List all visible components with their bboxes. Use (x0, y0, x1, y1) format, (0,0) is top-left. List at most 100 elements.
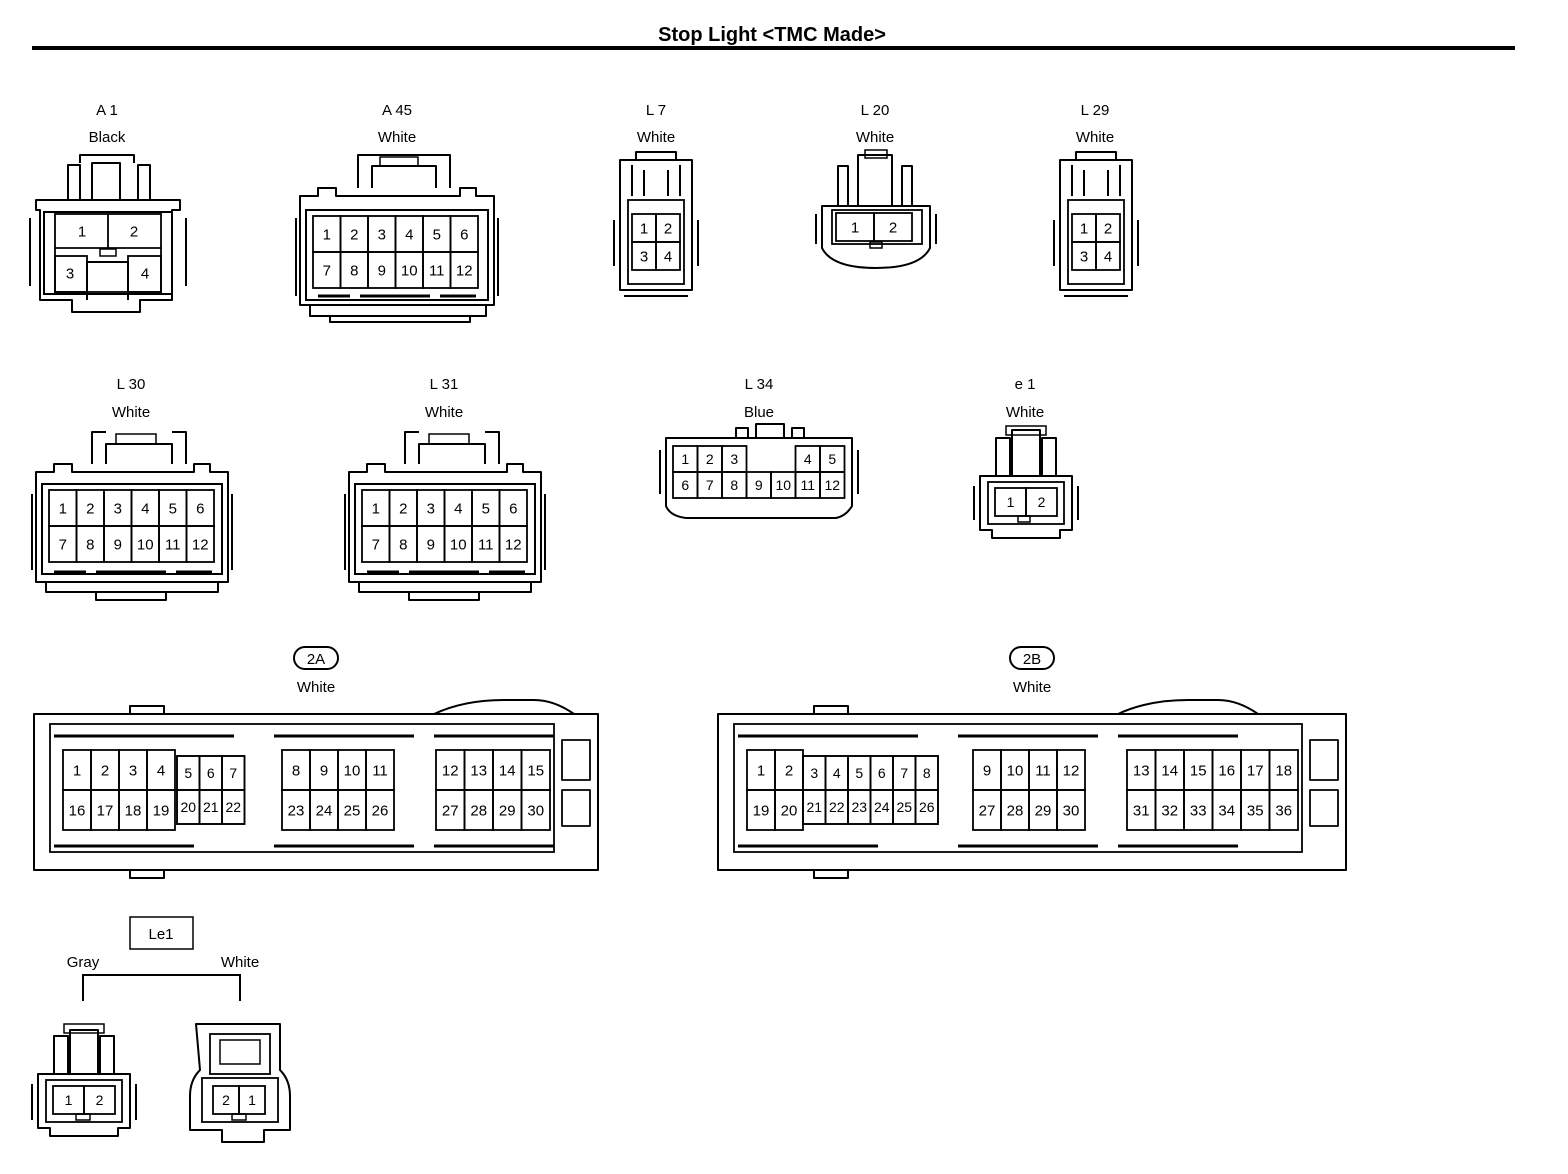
pin-number: 13 (470, 762, 487, 779)
connector-outline (404, 431, 500, 464)
pin-number: 21 (203, 799, 219, 815)
connector-code: A 45 (382, 102, 412, 119)
pin-number: 6 (681, 477, 689, 493)
connector-outline (209, 1033, 271, 1075)
connector-outline (91, 431, 187, 464)
connector-color: White (112, 404, 150, 421)
pin-number: 12 (824, 477, 840, 493)
connector-code: A 1 (96, 102, 118, 119)
pin-number: 7 (323, 262, 331, 279)
pin-number: 11 (800, 477, 815, 493)
connector-outline (733, 723, 1303, 853)
connector-outline (819, 471, 846, 499)
connector-outline (813, 699, 1259, 715)
pin-number: 4 (804, 451, 812, 467)
connector-code: L 29 (1081, 102, 1110, 119)
connector-outline (1075, 151, 1117, 160)
pin-number: 8 (292, 762, 300, 779)
pin-number: 11 (165, 536, 181, 553)
connector-outline (201, 1077, 279, 1123)
pin-number: 28 (470, 802, 487, 819)
pin-number: 14 (1161, 762, 1178, 779)
connector-outline (635, 151, 677, 160)
pin-number: 18 (125, 802, 142, 819)
pin-number: 9 (378, 262, 386, 279)
pin-number: 29 (1035, 802, 1052, 819)
pin-number: 12 (1063, 762, 1080, 779)
pin-number: 3 (129, 762, 137, 779)
connector-outline (238, 1085, 266, 1115)
pin-number: 2 (1038, 494, 1046, 510)
splice-right-color: White (221, 954, 259, 971)
pin-number: 3 (810, 765, 818, 781)
connector-code: L 30 (117, 376, 146, 393)
connector-outline (613, 220, 699, 266)
pin-number: 31 (1133, 802, 1150, 819)
connector-outline (305, 209, 489, 301)
connector-outline (1071, 165, 1121, 196)
pin-number: 11 (478, 536, 494, 553)
pin-number: 1 (65, 1092, 73, 1108)
connector-outline (75, 1113, 91, 1121)
connector-outline (354, 483, 536, 575)
connector-outline (53, 1029, 115, 1074)
pin-number: 5 (482, 500, 490, 517)
connector-outline (498, 525, 528, 563)
pin-number: 16 (1218, 762, 1235, 779)
connector-outline (231, 1113, 247, 1121)
connector-color: White (856, 129, 894, 146)
pin-number: 7 (372, 536, 380, 553)
connector-color: White (1006, 404, 1044, 421)
pin-number: 27 (442, 802, 459, 819)
pin-number: 29 (499, 802, 516, 819)
connector-outline (99, 248, 117, 257)
connector-outline (1059, 159, 1133, 291)
connector-outline (1309, 739, 1339, 827)
connector-outline (1067, 199, 1125, 285)
connector-outline (717, 713, 1347, 871)
pin-number: 34 (1218, 802, 1235, 819)
pin-number: 10 (401, 262, 418, 279)
connector-l30: L 30 White (112, 376, 150, 421)
connector-outline (379, 156, 419, 167)
splice-left-color: Gray (67, 954, 100, 971)
connector-outline (665, 437, 853, 519)
junction-block-2a-label: 2A White (293, 646, 339, 696)
pin-number: 9 (755, 477, 763, 493)
pin-number: 35 (1247, 802, 1264, 819)
pin-number: 19 (753, 802, 770, 819)
pin-number: 6 (207, 765, 215, 781)
pin-number: 2 (96, 1092, 104, 1108)
pin-number: 22 (829, 799, 845, 815)
splice-code: Le1 (148, 926, 173, 943)
connector-outline (348, 463, 542, 583)
pin-number: 6 (460, 226, 468, 243)
connector-outline (67, 164, 151, 200)
pin-number: 12 (505, 536, 522, 553)
pin-number: 4 (141, 500, 149, 517)
connector-outline (873, 212, 913, 242)
connector-l31: L 31 White (425, 376, 463, 421)
pin-number: 20 (781, 802, 798, 819)
pin-number: 3 (427, 500, 435, 517)
connector-outline (561, 739, 591, 827)
pin-number: 10 (775, 477, 791, 493)
connector-outline (979, 475, 1073, 539)
connector-outline (33, 713, 599, 871)
pin-number: 2 (889, 219, 897, 236)
pin-number: 16 (69, 802, 86, 819)
pin-number: 1 (248, 1092, 256, 1108)
splice-bracket (82, 974, 241, 1001)
connector-outline (831, 209, 923, 245)
connector-outline (418, 443, 486, 464)
pin-number: 12 (456, 262, 473, 279)
pin-number: 1 (59, 500, 67, 517)
pin-number: 10 (450, 536, 467, 553)
